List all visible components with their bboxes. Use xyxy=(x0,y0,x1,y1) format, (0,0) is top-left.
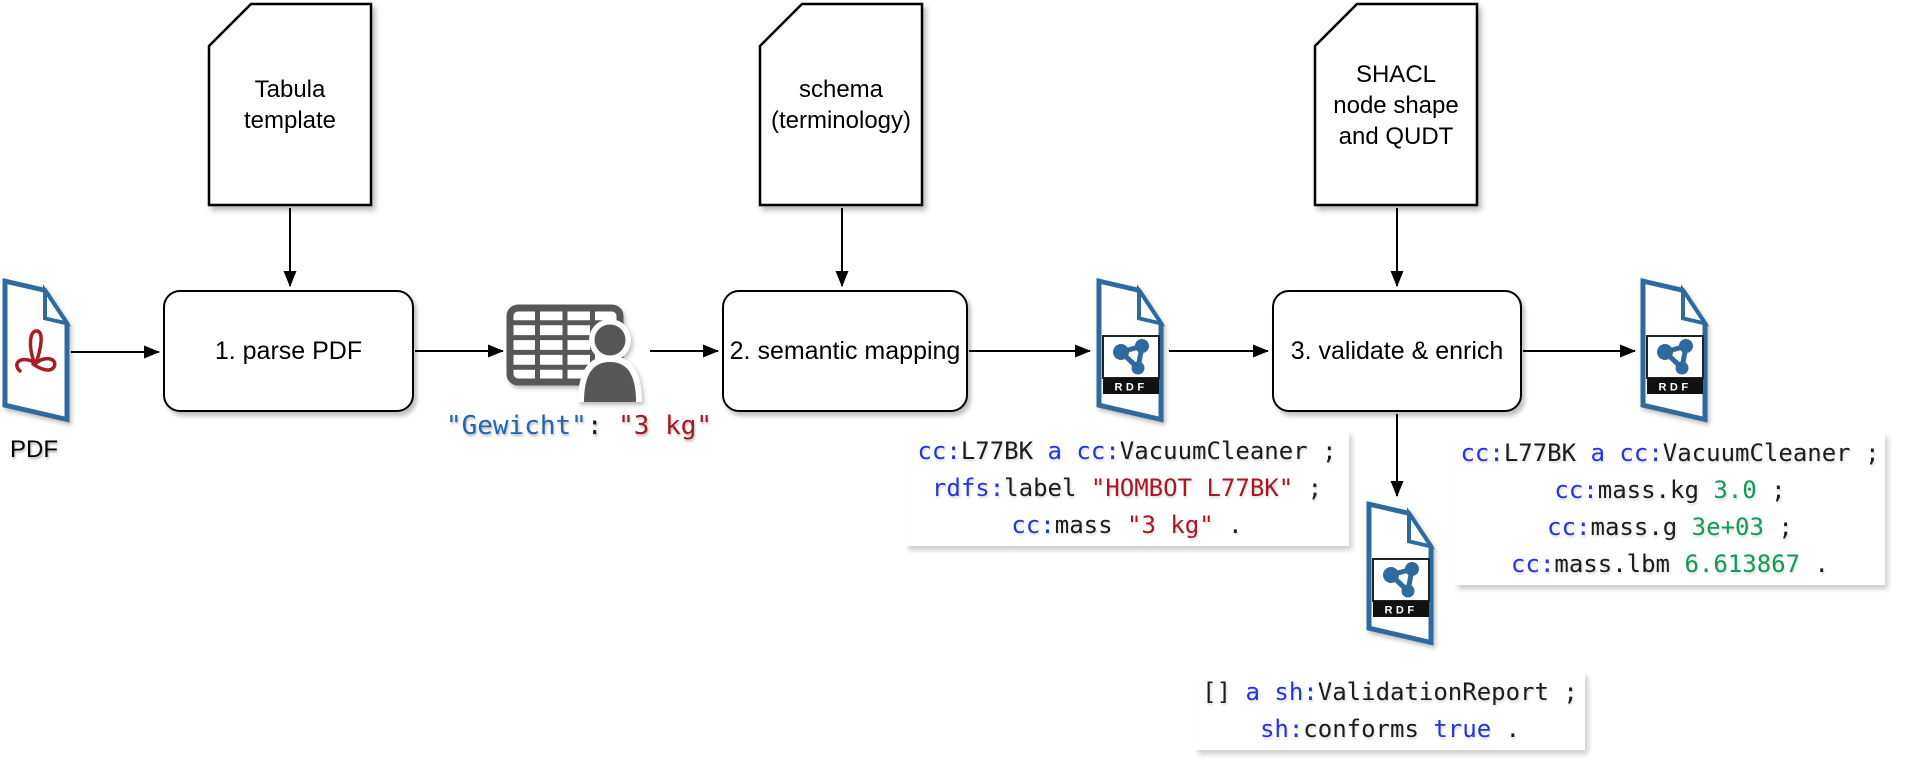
rdf-file-icon-enriched: RDF xyxy=(1638,276,1712,428)
rdf-bar-label: RDF xyxy=(1658,382,1691,394)
rdf-bar-label: RDF xyxy=(1114,382,1147,394)
table-person-icon xyxy=(506,304,648,402)
document-shape-icon xyxy=(1313,2,1479,207)
document-shape-icon xyxy=(758,2,924,207)
doc-shacl-qudt: SHACL node shape and QUDT xyxy=(1312,2,1480,208)
table-sample-text: "Gewicht": "3 kg" xyxy=(445,411,713,441)
acrobat-swirl-icon xyxy=(15,329,57,373)
document-shape-icon xyxy=(207,2,373,207)
rdf-logo-icon: RDF xyxy=(1102,335,1160,394)
step-label: 1. parse PDF xyxy=(214,336,363,365)
step-label: 3. validate & enrich xyxy=(1290,336,1504,365)
doc-label: Tabula template xyxy=(243,76,337,134)
pdf-label: PDF xyxy=(10,436,58,463)
step-semantic-mapping-box: 2. semantic mapping xyxy=(722,290,968,412)
code-validation-report: [] a sh:ValidationReport ;sh:conforms tr… xyxy=(1195,672,1585,750)
step-parse-pdf-box: 1. parse PDF xyxy=(163,290,414,412)
doc-schema-terminology: schema (terminology) xyxy=(757,2,925,208)
rdf-logo-icon: RDF xyxy=(1372,558,1430,617)
rdf-bar-label: RDF xyxy=(1384,605,1417,617)
doc-label: schema (terminology) xyxy=(770,76,912,134)
pdf-file-icon xyxy=(0,276,74,428)
rdf-file-icon-mapped: RDF xyxy=(1094,276,1168,428)
step-validate-enrich-box: 3. validate & enrich xyxy=(1272,290,1522,412)
doc-tabula-template: Tabula template xyxy=(206,2,374,208)
doc-label: SHACL node shape and QUDT xyxy=(1333,60,1459,150)
step-label: 2. semantic mapping xyxy=(729,336,961,365)
rdf-logo-icon: RDF xyxy=(1646,335,1704,394)
person-icon xyxy=(578,319,642,402)
rdf-file-icon-report: RDF xyxy=(1364,499,1438,651)
code-enriched-rdf: cc:L77BK a cc:VacuumCleaner ;cc:mass.kg … xyxy=(1455,433,1885,585)
code-mapped-rdf: cc:L77BK a cc:VacuumCleaner ;rdfs:label … xyxy=(905,431,1349,546)
